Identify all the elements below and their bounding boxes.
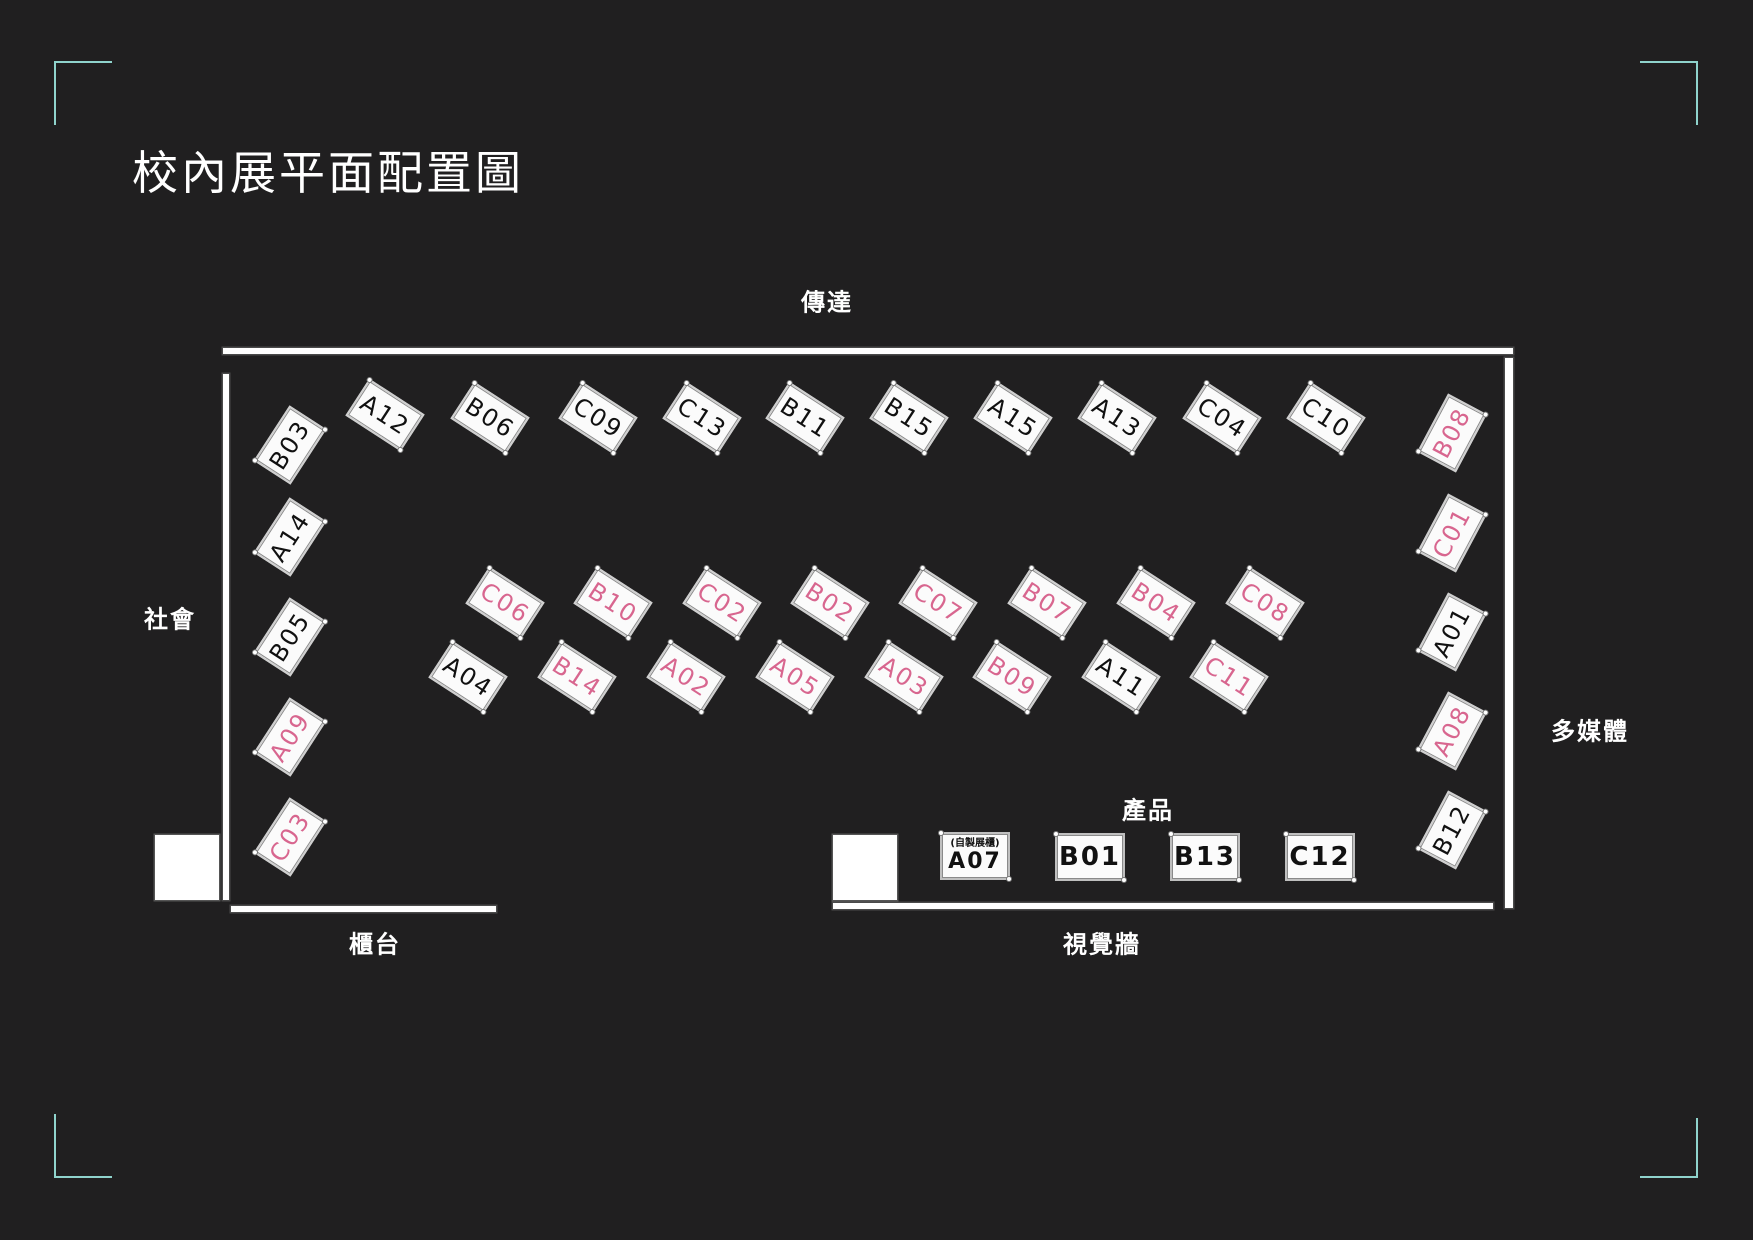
wall-left [223, 374, 229, 900]
corner-bracket-bottom-right [1640, 1118, 1698, 1178]
booth-B05[interactable]: B05 [253, 597, 327, 677]
booth-B13[interactable]: B13 [1168, 831, 1242, 883]
booth-C12[interactable]: C12 [1283, 831, 1357, 883]
booth-B12[interactable]: B12 [1417, 790, 1487, 870]
booth-A14[interactable]: A14 [253, 497, 327, 577]
booth-C11[interactable]: C11 [1189, 640, 1269, 714]
booth-A09[interactable]: A09 [253, 697, 327, 777]
booth-C07[interactable]: C07 [898, 566, 978, 640]
zone-label-visual-wall: 視覺牆 [1063, 930, 1141, 959]
booth-C02[interactable]: C02 [682, 566, 762, 640]
booth-B06[interactable]: B06 [450, 381, 530, 455]
zone-label-counter: 櫃台 [349, 930, 401, 959]
zone-label-product: 產品 [1122, 796, 1174, 825]
pillar-left [155, 835, 219, 900]
booth-B09[interactable]: B09 [972, 640, 1052, 714]
booth-C08[interactable]: C08 [1225, 566, 1305, 640]
zone-label-communication: 傳達 [801, 288, 853, 317]
booth-A04[interactable]: A04 [428, 640, 508, 714]
corner-bracket-top-left [54, 61, 112, 125]
wall-top [223, 348, 1513, 354]
corner-bracket-top-right [1640, 61, 1698, 125]
wall-right [1505, 358, 1513, 908]
booth-B10[interactable]: B10 [573, 566, 653, 640]
page-title: 校內展平面配置圖 [132, 146, 524, 200]
pillar-center [833, 835, 897, 900]
booth-A07[interactable]: (自製展櫃) A07 [938, 830, 1012, 882]
booth-B03[interactable]: B03 [253, 405, 327, 485]
booth-B04[interactable]: B04 [1116, 566, 1196, 640]
booth-A07-code: A07 [948, 849, 1002, 874]
corner-bracket-bottom-left [54, 1114, 112, 1178]
booth-B08[interactable]: B08 [1417, 393, 1487, 473]
booth-C10[interactable]: C10 [1286, 381, 1366, 455]
booth-C04[interactable]: C04 [1182, 381, 1262, 455]
booth-A01[interactable]: A01 [1417, 592, 1487, 672]
booth-A03[interactable]: A03 [864, 640, 944, 714]
booth-C06[interactable]: C06 [465, 566, 545, 640]
booth-A15[interactable]: A15 [973, 381, 1053, 455]
zone-label-multimedia: 多媒體 [1551, 717, 1629, 746]
booth-A12[interactable]: A12 [345, 378, 425, 452]
booth-B02[interactable]: B02 [790, 566, 870, 640]
booth-A05[interactable]: A05 [755, 640, 835, 714]
wall-bottom-right [833, 903, 1493, 909]
booth-C01[interactable]: C01 [1417, 493, 1487, 573]
booth-A11[interactable]: A11 [1081, 640, 1161, 714]
booth-C09[interactable]: C09 [558, 381, 638, 455]
wall-bottom-left [231, 906, 496, 912]
zone-label-social: 社會 [144, 605, 196, 634]
booth-B01[interactable]: B01 [1053, 831, 1127, 883]
booth-B14[interactable]: B14 [537, 640, 617, 714]
booth-A13[interactable]: A13 [1077, 381, 1157, 455]
booth-B15[interactable]: B15 [869, 381, 949, 455]
booth-C03[interactable]: C03 [253, 797, 327, 877]
booth-B11[interactable]: B11 [765, 381, 845, 455]
booth-A02[interactable]: A02 [646, 640, 726, 714]
booth-A07-note: (自製展櫃) [950, 838, 1000, 849]
booth-C13[interactable]: C13 [662, 381, 742, 455]
booth-B07[interactable]: B07 [1007, 566, 1087, 640]
booth-A08[interactable]: A08 [1417, 691, 1487, 771]
